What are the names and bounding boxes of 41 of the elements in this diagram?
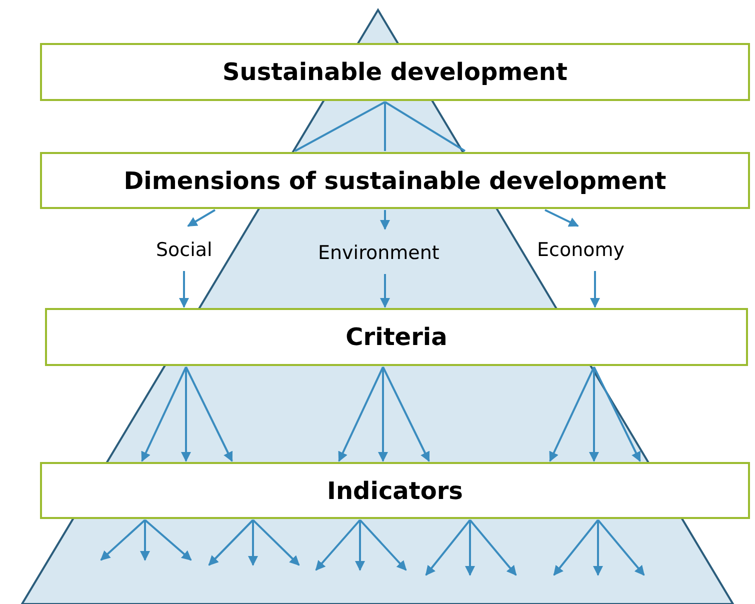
level-box (40, 152, 750, 209)
dimension-label: Environment (318, 242, 440, 264)
arrow (553, 519, 599, 576)
level-box (40, 462, 750, 519)
arrow (355, 520, 365, 571)
arrow (248, 520, 258, 566)
arrow (100, 519, 146, 561)
arrow (469, 519, 517, 576)
arrow (593, 520, 603, 576)
arrow (185, 366, 233, 462)
arrow (181, 367, 191, 462)
arrow (179, 271, 189, 308)
arrow (252, 519, 300, 566)
level-title: Sustainable development (222, 58, 568, 86)
arrow (378, 367, 388, 462)
arrow (187, 209, 216, 227)
dimension-label: Social (156, 239, 212, 261)
level-box (40, 43, 750, 101)
level-title: Criteria (346, 323, 448, 351)
arrow (380, 210, 390, 230)
arrow (544, 209, 579, 227)
arrow (425, 519, 471, 576)
arrow (338, 366, 384, 462)
arrow (597, 519, 645, 576)
arrow (315, 519, 361, 571)
level-title: Dimensions of sustainable development (124, 166, 666, 194)
arrow (359, 519, 407, 571)
arrow (208, 519, 254, 566)
arrow (593, 366, 641, 462)
arrow (141, 366, 187, 462)
arrow (144, 519, 192, 561)
arrow (549, 366, 595, 462)
arrow (589, 367, 599, 462)
level-box (45, 308, 748, 366)
arrow (590, 271, 600, 308)
arrow (380, 274, 390, 308)
dimension-label: Economy (537, 239, 624, 261)
arrow (382, 366, 430, 462)
arrow (465, 520, 475, 576)
arrow (140, 520, 150, 561)
level-title: Indicators (327, 476, 463, 504)
